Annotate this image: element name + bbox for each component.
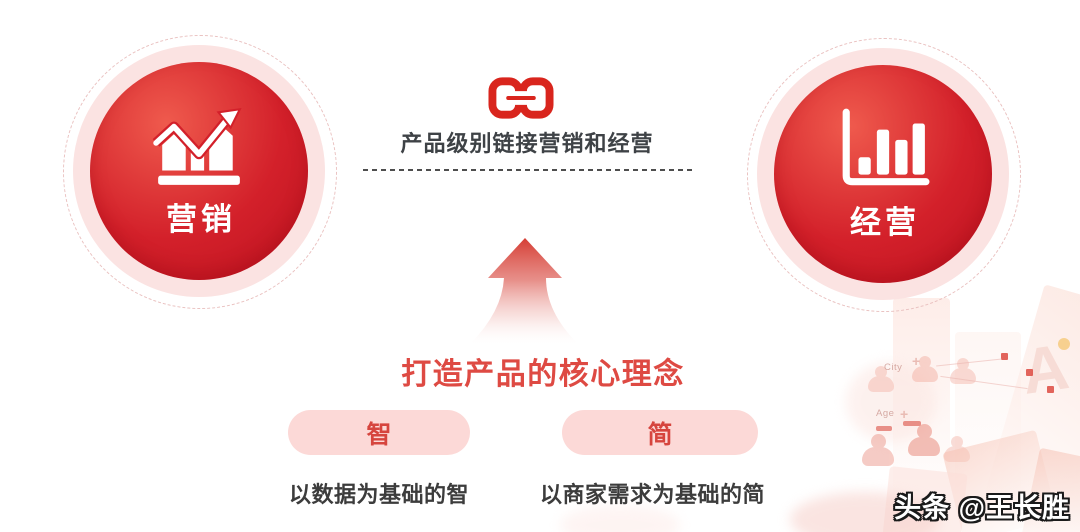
person-silhouette <box>868 366 894 392</box>
collage-blob <box>560 505 680 532</box>
person-silhouette <box>950 358 976 384</box>
pillar-badge-simple: 简 <box>562 410 758 455</box>
watermark: 头条 @王长胜 <box>894 493 1070 523</box>
pillar-badge-smart: 智 <box>288 410 470 455</box>
person-silhouette <box>944 436 970 462</box>
collage-mini-bar <box>876 426 892 431</box>
link-caption: 产品级别链接营销和经营 <box>400 131 654 156</box>
collage-label-city: City <box>884 362 903 373</box>
collage-letter: A <box>1017 330 1074 408</box>
core-title: 打造产品的核心理念 <box>401 358 685 391</box>
person-silhouette <box>908 424 940 456</box>
marketing-dashed-ring <box>63 35 337 309</box>
plus-icon: + <box>900 406 909 422</box>
collage-dot <box>1026 369 1033 376</box>
pillar-caption-smart: 以数据为基础的智 <box>288 482 469 507</box>
bar-chart-icon <box>842 108 930 186</box>
collage-dot <box>1047 386 1054 393</box>
collage-blob <box>846 362 936 442</box>
operations-label: 经营 <box>850 205 920 240</box>
collage-label-age: Age <box>876 408 895 419</box>
operations-circle: 经营 <box>774 65 992 283</box>
up-arrow-icon <box>470 238 578 344</box>
chain-link-icon <box>488 77 554 119</box>
collage-yellow-dot <box>1058 338 1070 350</box>
pillar-caption-simple: 以商家需求为基础的简 <box>539 482 765 507</box>
collage-line <box>940 375 1028 390</box>
person-silhouette <box>912 356 938 382</box>
person-silhouette <box>862 434 894 466</box>
marketing-label: 营销 <box>166 202 236 237</box>
collage-mini-bar <box>903 421 921 426</box>
collage-dot <box>1001 353 1008 360</box>
marketing-circle: 营销 <box>90 62 308 280</box>
collage-line <box>936 358 1002 367</box>
dashed-divider <box>363 169 693 171</box>
plus-icon: + <box>912 353 921 369</box>
trend-chart-icon <box>152 107 242 185</box>
operations-dashed-ring <box>747 38 1021 312</box>
